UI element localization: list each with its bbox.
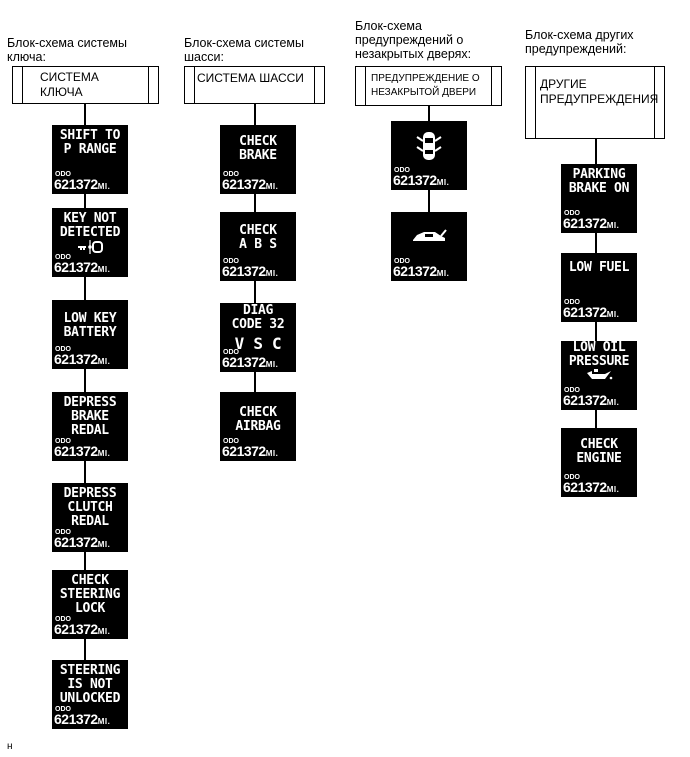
odometer-reading: 621372MI. [54,621,111,637]
header-chassis-system-label: СИСТЕМА ШАССИ [197,71,304,85]
odometer-reading: 621372MI. [54,534,111,550]
display-screen: STEERING IS NOT UNLOCKED ODO 621372MI. [52,660,128,729]
oil-can-icon [561,368,637,387]
header-door-warnings: ПРЕДУПРЕЖДЕНИЕ О НЕЗАКРЫТОЙ ДВЕРИ [355,66,502,106]
odo-label: ODO [564,210,580,217]
column-title-door-warnings: Блок-схема предупреждений о незакрытых д… [355,19,472,61]
odo-label: ODO [223,258,239,265]
odometer-reading: 621372MI. [563,392,620,408]
header-door-warnings-label: ПРЕДУПРЕЖДЕНИЕ О НЕЗАКРЫТОЙ ДВЕРИ [371,73,480,98]
display-screen: KEY NOT DETECTED ODO 621372MI. [52,208,128,277]
display-screen: PARKING BRAKE ON ODO 621372MI. [561,164,637,233]
odo-label: ODO [55,171,71,178]
display-screen: CHECK A B S ODO 621372MI. [220,212,296,281]
odo-label: ODO [223,438,239,445]
screen-message: CHECK STEERING LOCK [59,573,121,616]
odo-label: ODO [394,258,410,265]
header-other-warnings: ДРУГИЕ ПРЕДУПРЕЖДЕНИЯ [525,66,665,139]
odo-label: ODO [55,438,71,445]
odometer-reading: 621372MI. [393,263,450,279]
display-screen: CHECK AIRBAG ODO 621372MI. [220,392,296,461]
odo-label: ODO [394,167,410,174]
display-screen: DEPRESS CLUTCH REDAL ODO 621372MI. [52,483,128,552]
footer-mark: н [7,741,13,752]
header-chassis-system: СИСТЕМА ШАССИ [184,66,325,104]
odometer-reading: 621372MI. [222,176,279,192]
column-title-other-warnings: Блок-схема других предупреждений: [525,28,634,56]
screen-message: STEERING IS NOT UNLOCKED [59,663,121,706]
display-screen: CHECK BRAKE ODO 621372MI. [220,125,296,194]
screen-message: CHECK BRAKE [239,134,277,163]
display-screen: ODO 621372MI. [391,212,467,281]
odometer-reading: 621372MI. [54,176,111,192]
odometer-reading: 621372MI. [222,263,279,279]
screen-message: LOW KEY BATTERY [63,311,117,340]
screen-message: DEPRESS CLUTCH REDAL [63,486,117,529]
column-title-key-system: Блок-схема системы ключа: [7,36,128,64]
screen-message: LOW OIL PRESSURE [568,340,630,369]
display-screen: CHECK STEERING LOCK ODO 621372MI. [52,570,128,639]
screen-message: CHECK AIRBAG [235,405,281,434]
vsc-label: V S C [234,334,282,353]
key-icon [52,239,128,260]
screen-message: LOW FUEL [568,260,630,275]
display-screen: LOW KEY BATTERY ODO 621372MI. [52,300,128,369]
odometer-reading: 621372MI. [222,443,279,459]
screen-message: DIAG CODE 32 [231,303,285,332]
odo-label: ODO [564,299,580,306]
car-trunk-open-icon [391,228,467,249]
display-screen: LOW OIL PRESSURE ODO 621372MI. [561,341,637,410]
display-screen: LOW FUEL ODO 621372MI. [561,253,637,322]
odo-label: ODO [55,706,71,713]
screen-message: CHECK A B S [239,223,277,252]
odometer-reading: 621372MI. [563,215,620,231]
odometer-reading: 621372MI. [222,354,279,370]
header-key-system-label: СИСТЕМА КЛЮЧА [40,70,99,99]
screen-message: KEY NOT DETECTED [59,211,121,240]
display-screen: DEPRESS BRAKE REDAL ODO 621372MI. [52,392,128,461]
odo-label: ODO [55,254,71,261]
odometer-reading: 621372MI. [563,479,620,495]
odo-label: ODO [55,529,71,536]
screen-message: DEPRESS BRAKE REDAL [63,395,117,438]
odometer-reading: 621372MI. [54,443,111,459]
header-key-system: СИСТЕМА КЛЮЧА [12,66,159,104]
display-screen: DIAG CODE 32 V S C ODO 621372MI. [220,303,296,372]
display-screen: SHIFT TO P RANGE ODO 621372MI. [52,125,128,194]
display-screen: CHECK ENGINE ODO 621372MI. [561,428,637,497]
column-title-chassis-system: Блок-схема системы шасси: [184,36,305,64]
display-screen: ODO 621372MI. [391,121,467,190]
odo-label: ODO [564,474,580,481]
odometer-reading: 621372MI. [54,351,111,367]
odo-label: ODO [223,171,239,178]
odometer-reading: 621372MI. [54,259,111,275]
screen-message: SHIFT TO P RANGE [59,128,121,157]
odometer-reading: 621372MI. [54,711,111,727]
screen-message: CHECK ENGINE [576,437,622,466]
odometer-reading: 621372MI. [563,304,620,320]
odo-label: ODO [564,387,580,394]
odo-label: ODO [55,346,71,353]
car-door-open-icon [391,129,467,168]
screen-message: PARKING BRAKE ON [568,167,630,196]
header-other-warnings-label: ДРУГИЕ ПРЕДУПРЕЖДЕНИЯ [540,77,659,106]
odo-label: ODO [223,349,239,356]
odo-label: ODO [55,616,71,623]
odometer-reading: 621372MI. [393,172,450,188]
